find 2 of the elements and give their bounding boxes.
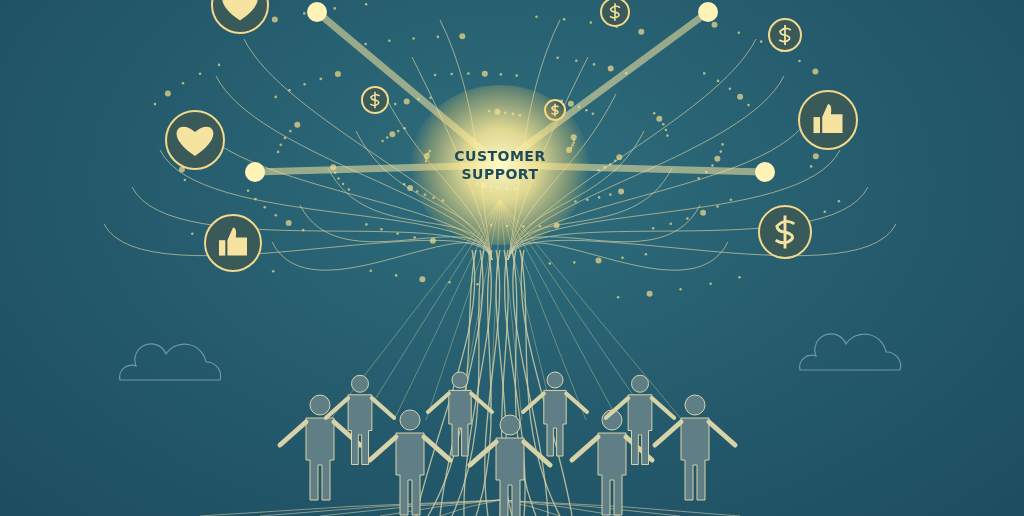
center-label: CUSTOMER SUPPORT bbox=[453, 147, 547, 183]
glowing-orb bbox=[410, 85, 590, 245]
